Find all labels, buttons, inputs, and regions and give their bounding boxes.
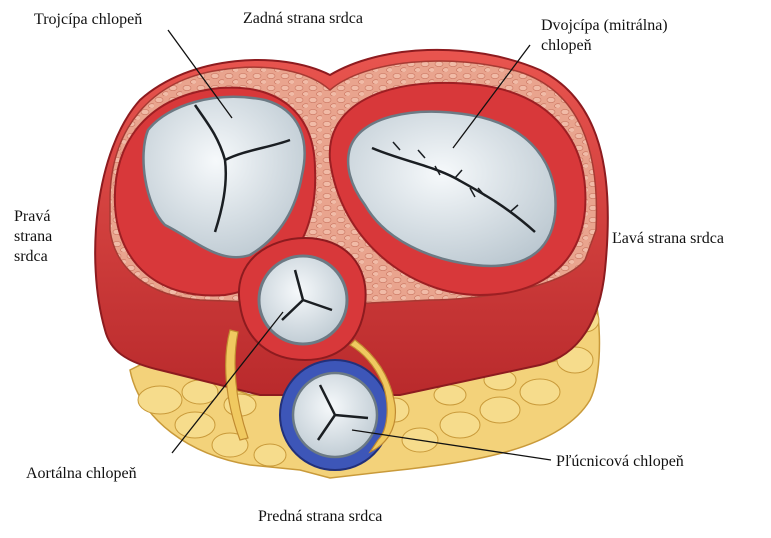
label-posterior-side: Zadná strana srdca — [243, 9, 363, 29]
label-right-side: Pravá strana srdca — [14, 207, 52, 267]
label-anterior-side: Predná strana srdca — [258, 507, 382, 527]
aortic-valve — [239, 238, 366, 360]
label-aortic-valve: Aortálna chlopeň — [26, 464, 137, 484]
pulmonary-valve — [280, 360, 390, 470]
label-pulmonary-valve: Pľúcnicová chlopeň — [556, 452, 684, 472]
label-mitral-valve: Dvojcípa (mitrálna) chlopeň — [541, 16, 668, 56]
label-left-side: Ľavá strana srdca — [612, 229, 724, 249]
label-tricuspid-valve: Trojcípa chlopeň — [34, 10, 142, 30]
